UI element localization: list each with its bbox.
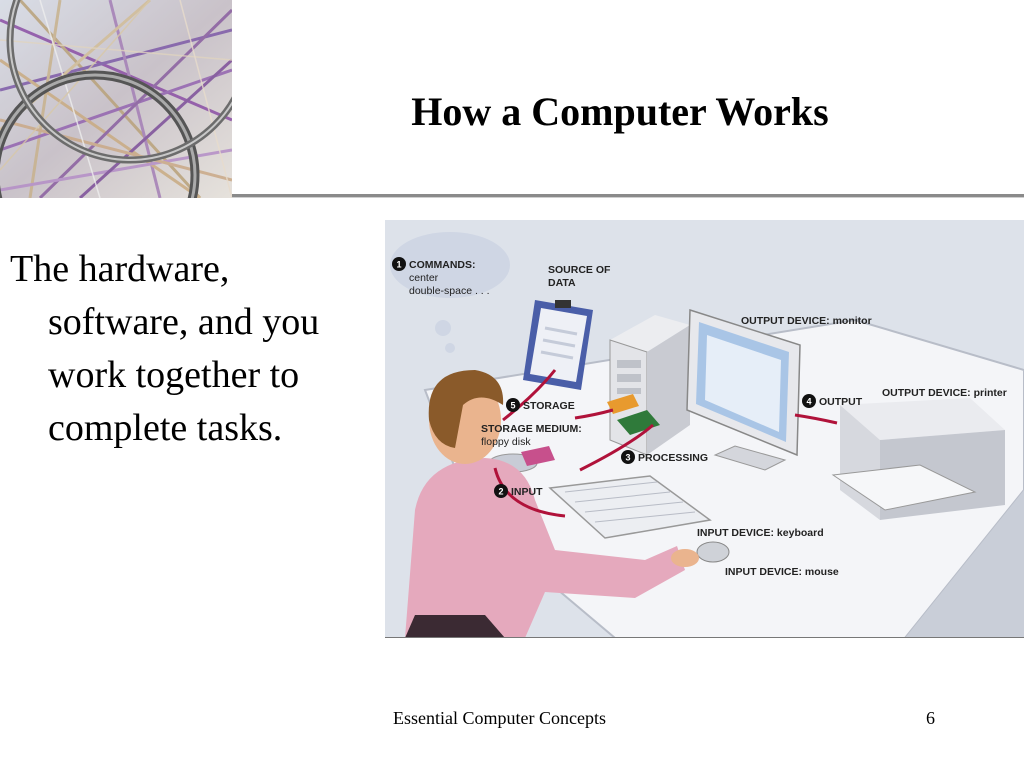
input-device-mouse-label: INPUT DEVICE: mouse bbox=[725, 566, 839, 578]
input-label: INPUT bbox=[511, 486, 543, 498]
source-of-data-label: SOURCE OF bbox=[548, 264, 611, 276]
footer-text: Essential Computer Concepts bbox=[393, 708, 606, 728]
step-badge: 2 bbox=[498, 487, 503, 497]
title-divider-shadow bbox=[232, 197, 1024, 198]
illustration-baseline bbox=[385, 637, 1024, 638]
output-device-printer-label: OUTPUT DEVICE: printer bbox=[882, 387, 1007, 399]
commands-label: COMMANDS: bbox=[409, 259, 476, 271]
page-number: 6 bbox=[926, 708, 935, 728]
input-device-keyboard-label: INPUT DEVICE: keyboard bbox=[697, 527, 824, 539]
source-of-data-label: DATA bbox=[548, 277, 576, 289]
storage-medium-value: floppy disk bbox=[481, 436, 531, 448]
storage-medium-label: STORAGE MEDIUM: bbox=[481, 423, 582, 435]
step-badge: 5 bbox=[510, 401, 515, 411]
step-badge: 4 bbox=[806, 397, 811, 407]
body-line: work together to bbox=[48, 354, 300, 396]
decorative-logo-image bbox=[0, 0, 232, 198]
computer-workflow-illustration: 1 2 3 4 5 COMMANDS: center double-space … bbox=[385, 220, 1024, 639]
body-line: software, and you bbox=[48, 301, 320, 343]
commands-line: center bbox=[409, 272, 439, 284]
output-device-monitor-label: OUTPUT DEVICE: monitor bbox=[741, 315, 872, 327]
storage-label: STORAGE bbox=[523, 400, 575, 412]
output-label: OUTPUT bbox=[819, 396, 863, 408]
slide-body-text: The hardware, software, and you work tog… bbox=[10, 243, 382, 455]
body-line: The hardware, bbox=[10, 248, 230, 290]
step-badge: 3 bbox=[625, 453, 630, 463]
body-line: complete tasks. bbox=[48, 407, 283, 449]
step-badge: 1 bbox=[396, 260, 401, 270]
title-divider bbox=[232, 194, 1024, 197]
commands-line: double-space . . . bbox=[409, 285, 490, 297]
slide-title: How a Computer Works bbox=[411, 89, 829, 134]
processing-label: PROCESSING bbox=[638, 452, 708, 464]
